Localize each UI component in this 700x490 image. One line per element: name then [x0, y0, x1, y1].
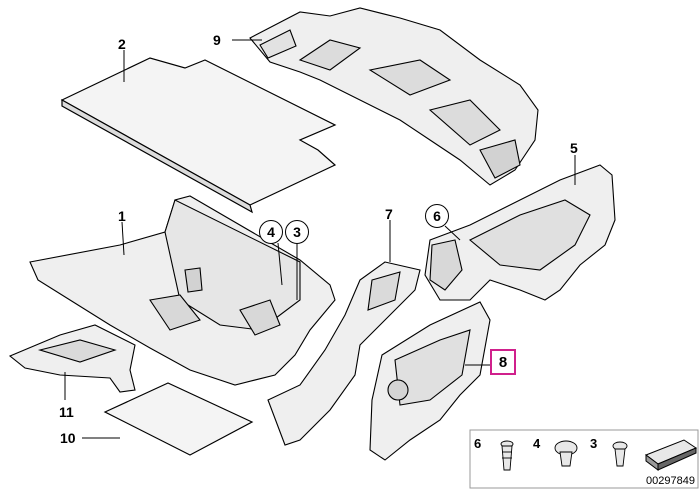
- fastener-4-icon: [554, 440, 578, 467]
- callout-3: 3: [285, 220, 309, 244]
- leader-lines: [64, 39, 576, 439]
- callout-9: 9: [213, 32, 221, 48]
- part-7-side-strip: [267, 261, 421, 446]
- callout-8-highlighted[interactable]: 8: [490, 349, 516, 375]
- callout-10: 10: [60, 430, 76, 446]
- part-2-mat: [60, 57, 337, 214]
- part-9-shelf: [249, 7, 539, 186]
- part-1-floor-trim: [29, 195, 336, 386]
- callout-7: 7: [385, 206, 393, 222]
- legend-label-4: 4: [533, 436, 541, 451]
- callout-1: 1: [118, 208, 126, 224]
- fastener-3-icon: [612, 441, 628, 467]
- callout-11: 11: [59, 404, 74, 420]
- fastener-6-icon: [500, 440, 514, 471]
- callout-5: 5: [570, 140, 578, 156]
- mat-sheet-icon: [644, 439, 698, 471]
- callout-4: 4: [259, 220, 283, 244]
- part-11-tray: [8, 324, 136, 393]
- part-5-6-side-panel: [424, 164, 616, 301]
- legend-label-3: 3: [590, 436, 598, 451]
- document-number: 00297849: [646, 475, 695, 487]
- legend-box: [469, 429, 699, 489]
- legend-label-6: 6: [474, 436, 482, 451]
- part-10-sheet: [103, 382, 254, 456]
- part-8-side-liner: [369, 301, 491, 461]
- callout-6: 6: [425, 204, 449, 228]
- callout-2: 2: [118, 36, 126, 52]
